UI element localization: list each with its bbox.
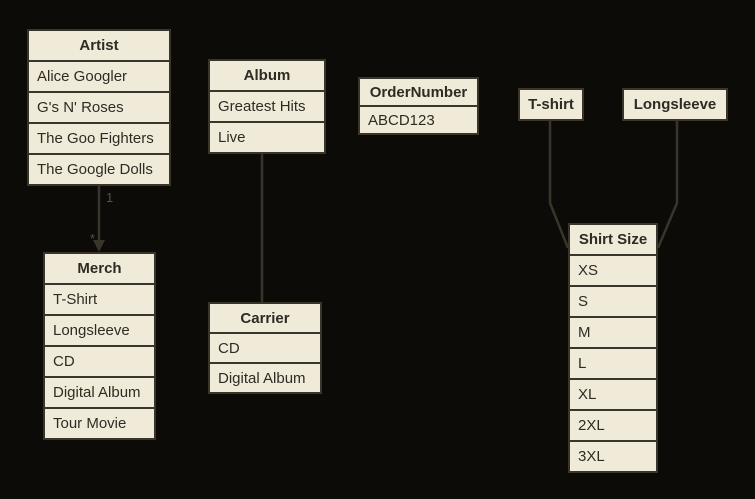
table-row: The Goo Fighters (29, 124, 169, 153)
table-row: Alice Googler (29, 62, 169, 91)
entity-t-shirt-title: T-shirt (520, 90, 582, 119)
table-row: ABCD123 (360, 107, 477, 133)
table-row: Tour Movie (45, 409, 154, 438)
table-row: Digital Album (210, 364, 320, 392)
table-row: CD (45, 347, 154, 376)
entity-merch-title: Merch (45, 254, 154, 283)
table-row: Greatest Hits (210, 92, 324, 121)
table-row: Digital Album (45, 378, 154, 407)
entity-longsleeve-title: Longsleeve (624, 90, 726, 119)
table-row: Live (210, 123, 324, 152)
entity-order-number-title: OrderNumber (360, 79, 477, 105)
table-row: S (570, 287, 656, 316)
connector-tshirt-to-shirtsize (548, 121, 570, 249)
table-row: G's N' Roses (29, 93, 169, 122)
arrowhead-icon (93, 240, 105, 252)
table-row: T-Shirt (45, 285, 154, 314)
entity-t-shirt[interactable]: T-shirt (518, 88, 584, 121)
table-row: 3XL (570, 442, 656, 471)
table-row: XL (570, 380, 656, 409)
table-row: 2XL (570, 411, 656, 440)
entity-carrier-title: Carrier (210, 304, 320, 332)
table-row: CD (210, 334, 320, 362)
connector-longsleeve-to-shirtsize (656, 121, 679, 249)
table-row: Longsleeve (45, 316, 154, 345)
table-row: The Google Dolls (29, 155, 169, 184)
table-row: L (570, 349, 656, 378)
entity-artist-title: Artist (29, 31, 169, 60)
multiplicity-label: 1 (106, 190, 113, 205)
table-row: M (570, 318, 656, 347)
multiplicity-label: * (90, 231, 95, 246)
entity-album-title: Album (210, 61, 324, 90)
entity-longsleeve[interactable]: Longsleeve (622, 88, 728, 121)
table-row: XS (570, 256, 656, 285)
entity-shirt-size-title: Shirt Size (570, 225, 656, 254)
